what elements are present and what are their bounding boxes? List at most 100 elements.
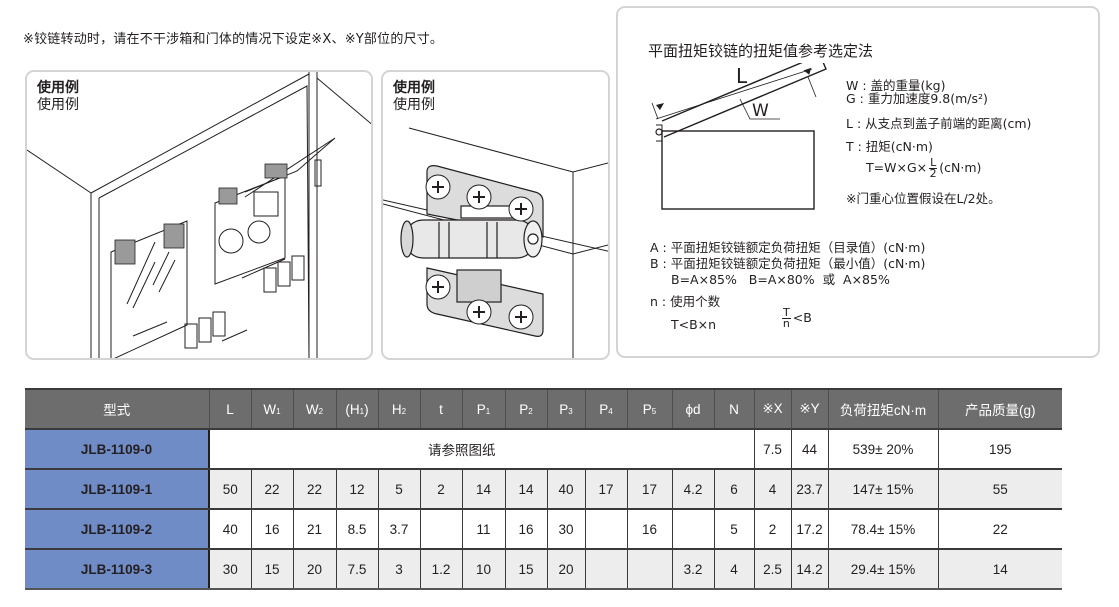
y-cell: 44 (790, 429, 828, 470)
definition-g: G : 重力加速度9.8(m/s²) (846, 91, 988, 106)
p3-cell: 40 (546, 469, 585, 510)
header-label: ※Y (799, 401, 820, 416)
header-model: 型式 (25, 388, 209, 430)
header-w2: W2 (292, 388, 336, 430)
header-label: N (729, 401, 739, 417)
torque-formula-prefix: T=W×G× (866, 160, 928, 175)
header-subscript: 4 (608, 406, 613, 416)
definition-a: A : 平面扭矩铰链额定负荷扭矩（目录值）(cN·m) (650, 240, 926, 255)
t-cell: 1.2 (419, 549, 462, 590)
p4-cell (584, 509, 627, 550)
header-label: P (642, 401, 652, 417)
definition-b: B : 平面扭矩铰链额定负荷扭矩（最小值）(cN·m) (650, 256, 926, 271)
l-cell: 30 (208, 549, 251, 590)
t-cell: 2 (419, 469, 462, 510)
definition-l: L : 从支点到盖子前端的距离(cm) (846, 116, 1032, 131)
table-row: JLB-1109-0 请参照图纸 7.5 44 539± 20% 195 (25, 429, 1062, 470)
w2-cell: 21 (292, 509, 336, 550)
h2-cell: 5 (377, 469, 420, 510)
example-title: 使用例 使用例 (393, 80, 435, 114)
spec-table: 型式 L W1 W2 (H1) H2 t P1 P2 P3 P4 P5 ϕd N… (25, 388, 1062, 590)
p2-cell: 16 (504, 509, 547, 550)
p2-cell: 15 (504, 549, 547, 590)
rotation-note: ※铰链转动时，请在不干涉箱和门体的情况下设定※X、※Y部位的尺寸。 (23, 32, 444, 47)
x-cell: 7.5 (753, 429, 791, 470)
header-label: W (263, 401, 277, 417)
example-title-bold: 使用例 (37, 80, 79, 96)
header-w1: W1 (250, 388, 293, 430)
example-title-bold: 使用例 (393, 80, 435, 96)
torque-cell: 147± 15% (827, 469, 938, 510)
header-p2: P2 (504, 388, 547, 430)
p5-cell (626, 549, 672, 590)
h2-cell: 3 (377, 549, 420, 590)
header-p5: P5 (626, 388, 672, 430)
p1-cell: 10 (461, 549, 505, 590)
definition-t: T : 扭矩(cN·m) (846, 139, 933, 154)
mass-cell: 55 (937, 469, 1062, 510)
model-cell: JLB-1109-1 (25, 469, 210, 510)
x-cell: 4 (753, 469, 791, 510)
header-x: ※X (753, 388, 791, 430)
x-cell: 2 (753, 509, 791, 550)
header-subscript: 2 (401, 406, 407, 416)
header-n: N (713, 388, 754, 430)
condition-suffix: <B (792, 310, 812, 325)
fraction-denominator: n (782, 317, 790, 330)
header-subscript: 2 (528, 406, 533, 416)
fraction-numerator: L (929, 156, 938, 169)
header-mass: 产品质量(g) (937, 388, 1062, 430)
p5-cell: 16 (626, 509, 672, 550)
fraction-numerator: T (782, 306, 791, 319)
example-title-regular: 使用例 (37, 97, 79, 113)
y-cell: 14.2 (790, 549, 828, 590)
header-phi-d: ϕd (671, 388, 714, 430)
torque-cell: 78.4± 15% (827, 509, 938, 550)
n-cell: 6 (713, 469, 754, 510)
h1-cell: 12 (335, 469, 378, 510)
header-p1: P1 (461, 388, 505, 430)
p1-cell: 11 (461, 509, 505, 550)
mass-cell: 22 (937, 509, 1062, 550)
torque-selection-panel: 平面扭矩铰链的扭矩值参考选定法 L W W : 盖的重量(kg) G : 重力加… (616, 6, 1100, 358)
phi-d-cell: 4.2 (671, 469, 714, 510)
see-drawing-cell: 请参照图纸 (208, 429, 754, 470)
w1-cell: 16 (250, 509, 293, 550)
p3-cell: 20 (546, 549, 585, 590)
w2-cell: 20 (292, 549, 336, 590)
header-tail: ) (364, 401, 369, 417)
header-y: ※Y (790, 388, 828, 430)
header-p4: P4 (584, 388, 627, 430)
header-label: H (391, 401, 402, 417)
fraction-denominator: 2 (929, 167, 937, 180)
header-label: P (599, 401, 609, 417)
header-label: P (476, 401, 486, 417)
diagram-label-w: W (752, 101, 769, 121)
header-h2: H2 (377, 388, 420, 430)
torque-cell: 29.4± 15% (827, 549, 938, 590)
torque-formula-suffix: (cN·m) (939, 160, 982, 175)
header-p3: P3 (546, 388, 585, 430)
h2-cell: 3.7 (377, 509, 420, 550)
w2-cell: 22 (292, 469, 336, 510)
header-subscript: 5 (651, 406, 657, 416)
definition-n: n : 使用个数 (650, 294, 721, 309)
b-formula: B=A×85% B=A×80% 或 A×85% (671, 272, 890, 287)
example-title-regular: 使用例 (393, 97, 435, 113)
hinge-illustration (383, 127, 608, 358)
header-label: 负荷扭矩cN·m (839, 403, 927, 418)
panel-title: 平面扭矩铰链的扭矩值参考选定法 (648, 42, 874, 60)
table-header-row: 型式 L W1 W2 (H1) H2 t P1 P2 P3 P4 P5 ϕd N… (25, 388, 1062, 430)
h1-cell: 7.5 (335, 549, 378, 590)
usage-example-hinge: 使用例 使用例 (381, 70, 610, 360)
header-subscript: 2 (318, 406, 324, 416)
header-label: W (305, 401, 319, 417)
center-of-gravity-note: ※门重心位置假设在L/2处。 (846, 191, 1001, 206)
p1-cell: 14 (461, 469, 505, 510)
